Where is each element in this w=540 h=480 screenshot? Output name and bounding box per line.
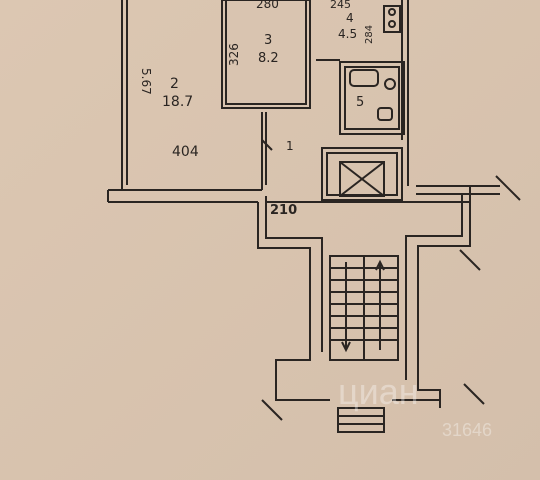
stove-burner-2: [388, 20, 396, 28]
room4-side-dim: 284: [364, 25, 375, 44]
toilet: [384, 78, 396, 90]
bathtub: [349, 69, 379, 87]
bath-number: 5: [356, 95, 364, 110]
room3-area: 8.2: [258, 51, 279, 66]
room4-number: 4: [346, 11, 354, 25]
corridor-wall-right: [417, 186, 471, 408]
watermark-code: 31646: [442, 420, 492, 440]
room3-number: 3: [264, 33, 272, 48]
watermark-brand: циан: [338, 371, 419, 412]
room3-side-dim: 326: [227, 43, 241, 66]
top-dim-room4: 245: [330, 0, 351, 11]
hall-width-dim: 210: [270, 203, 297, 218]
stove: [383, 5, 401, 33]
room2-number: 2: [170, 76, 179, 92]
stove-burner-1: [388, 8, 396, 16]
room3-walls-inner: [225, 0, 307, 105]
hall-number: 1: [286, 139, 294, 153]
bath-walls-inner: [344, 66, 400, 130]
dim-tick-right-2: [459, 249, 481, 271]
watermark: циан 31646: [338, 371, 492, 440]
corridor-wall-left: [257, 202, 311, 401]
room2-width-dim: 404: [172, 144, 199, 160]
corridor-wall-right-in: [405, 194, 463, 380]
dim-tick-bottom-left: [261, 399, 283, 421]
labels: 280 245 4 4.5 284 326 3 8.2 5.67 2 18.7 …: [139, 0, 375, 218]
dim-tick-right-1: [495, 175, 521, 201]
room2-side-dim: 5.67: [139, 68, 153, 95]
corridor-wall-left-in: [265, 196, 323, 352]
landing-steps: [337, 407, 385, 433]
room3-walls: [221, 0, 311, 109]
top-dim-room3: 280: [256, 0, 279, 11]
bath-walls: [339, 61, 405, 135]
stair-arrow-down-head: [341, 341, 351, 353]
stair-arrow-up-head: [375, 259, 385, 271]
dim-tick-bottom-right: [463, 383, 485, 405]
washbasin: [377, 107, 393, 121]
hall-door-swing: [261, 139, 273, 151]
shaft-box: [321, 147, 403, 201]
walls: [107, 0, 521, 433]
room2-area: 18.7: [162, 94, 193, 110]
shaft-core: [339, 161, 385, 197]
shaft-cross-2: [339, 161, 385, 197]
room4-area: 4.5: [338, 27, 357, 41]
